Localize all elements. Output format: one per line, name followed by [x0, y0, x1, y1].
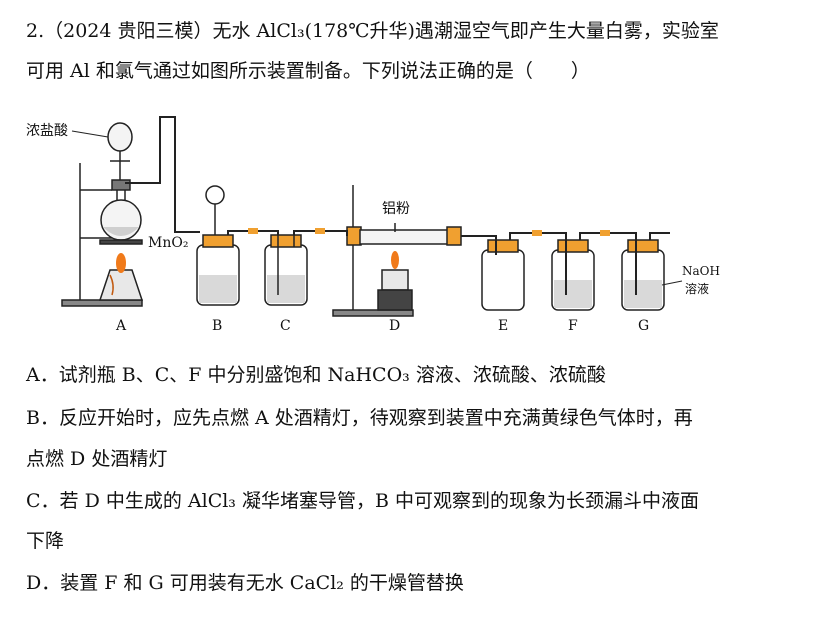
station-label-a: A: [115, 318, 127, 334]
label-al-powder: 铝粉: [382, 201, 410, 217]
option-d: D．装置 F 和 G 可用装有无水 CaCl₂ 的干燥管替换: [26, 572, 464, 594]
question-stem-line2: 可用 Al 和氯气通过如图所示装置制备。下列说法正确的是（ ）: [26, 60, 590, 82]
station-label-b: B: [212, 318, 222, 334]
station-label-f: F: [568, 318, 578, 334]
label-mno2: MnO₂: [148, 235, 188, 251]
question-stem-line1: 2.（2024 贵阳三模）无水 AlCl₃(178℃升华)遇潮湿空气即产生大量白…: [26, 20, 719, 42]
label-conc-hcl: 浓盐酸: [26, 123, 68, 139]
label-solution: 溶液: [685, 281, 709, 296]
bottle-f: [551, 239, 595, 311]
station-label-g: G: [638, 318, 649, 334]
station-d-reaction-tube: [332, 185, 462, 317]
station-label-d: D: [389, 318, 400, 334]
station-label-c: C: [280, 318, 291, 334]
option-c-line1: C．若 D 中生成的 AlCl₃ 凝华堵塞导管，B 中可观察到的现象为长颈漏斗中…: [26, 490, 699, 512]
option-c-line2: 下降: [26, 530, 65, 552]
label-naoh: NaOH: [682, 264, 720, 278]
station-a-generator: [61, 116, 200, 307]
station-label-e: E: [498, 318, 508, 334]
option-b-line1: B．反应开始时，应先点燃 A 处酒精灯，待观察到装置中充满黄绿色气体时，再: [26, 407, 693, 429]
bottle-b: [196, 185, 240, 306]
bottle-e: [481, 239, 525, 311]
option-a: A．试剂瓶 B、C、F 中分别盛饱和 NaHCO₃ 溶液、浓硫酸、浓硫酸: [26, 364, 606, 386]
bottle-c: [264, 234, 308, 306]
bottle-g: [621, 239, 665, 311]
apparatus-diagram: 浓盐酸 MnO₂ 铝粉: [26, 116, 720, 334]
tube-connectors: [248, 228, 610, 236]
option-b-line2: 点燃 D 处酒精灯: [26, 448, 168, 470]
